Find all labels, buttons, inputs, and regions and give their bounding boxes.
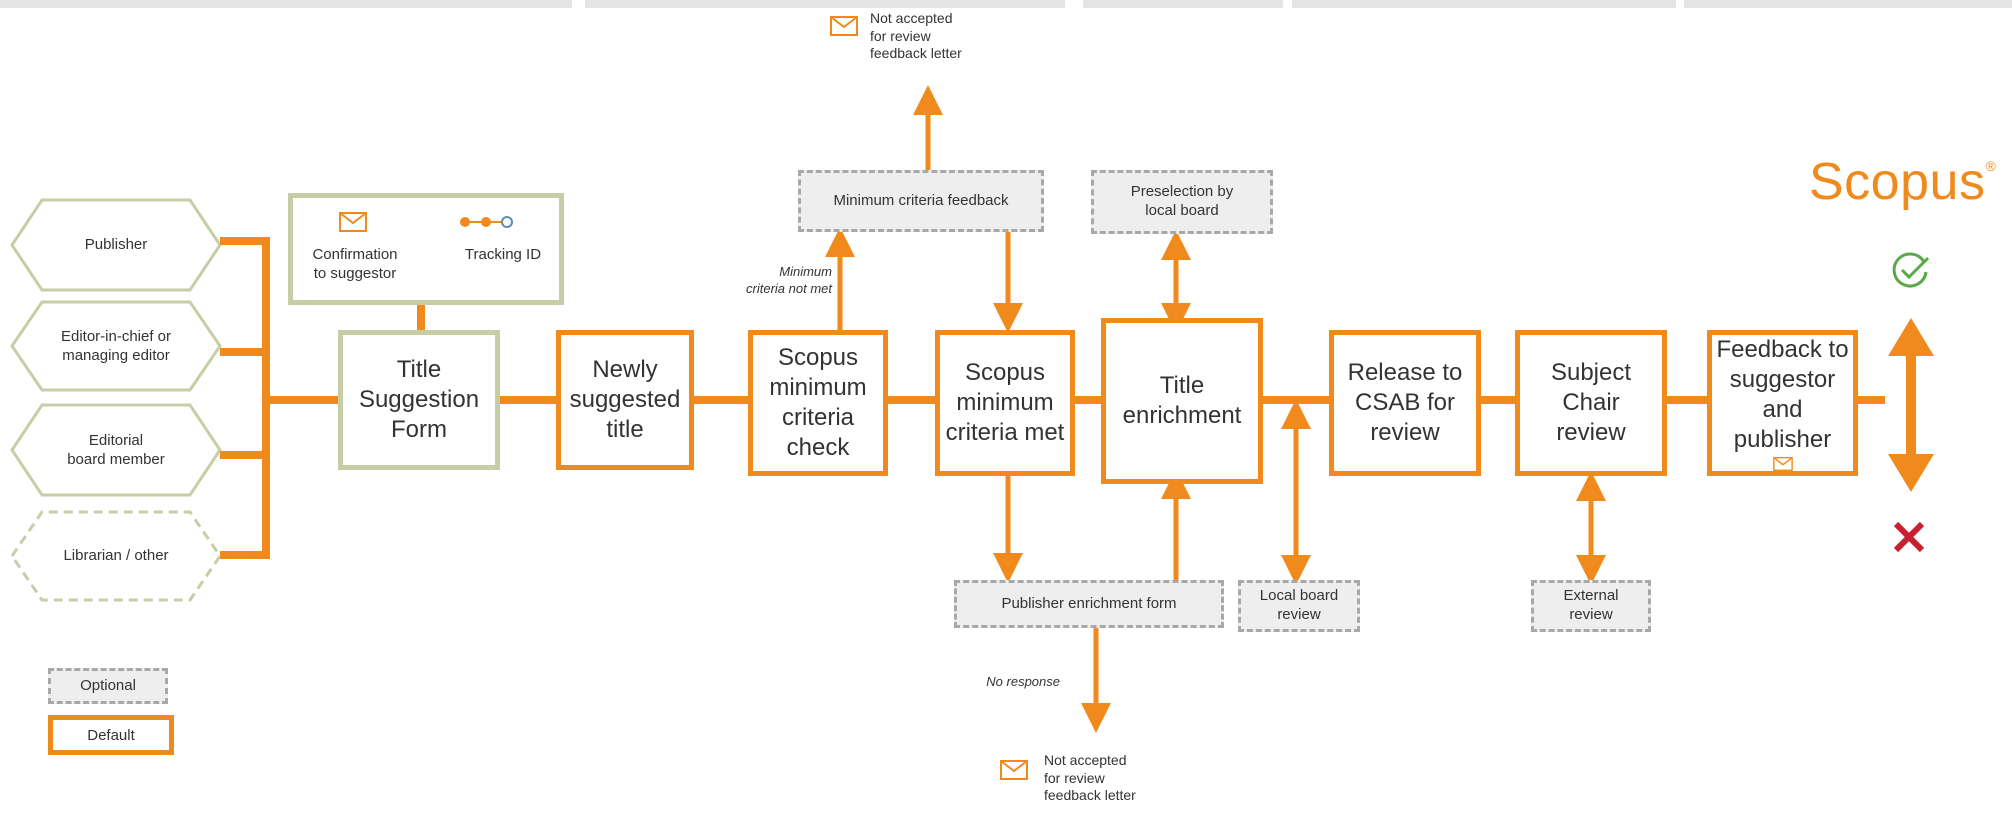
step-minimum-criteria-check: Scopus minimum criteria check	[748, 330, 888, 476]
confirmation-label: Confirmation to suggestor	[312, 246, 398, 282]
step-title-enrichment: Title enrichment	[1101, 318, 1263, 484]
optional-minimum-criteria-feedback: Minimum criteria feedback	[798, 170, 1044, 232]
scopus-logo-text: Scopus	[1809, 153, 1986, 211]
suggestor-editor-shape	[10, 300, 222, 392]
step-title-suggestion-form: Title Suggestion Form	[338, 330, 500, 470]
confirmation-box: Confirmation to suggestor Tracking ID	[288, 193, 564, 305]
envelope-icon	[1000, 760, 1028, 780]
scopus-logo-mark: ®	[1985, 158, 1997, 174]
step-subject-chair-review: Subject Chair review	[1515, 330, 1667, 476]
step-feedback-to-suggestor: Feedback to suggestor and publisher	[1707, 330, 1858, 476]
suggestor-librarian-shape	[10, 510, 222, 602]
check-circle-icon	[1892, 252, 1930, 288]
header-strip	[0, 0, 572, 8]
suggestor-publisher: Publisher	[84, 236, 148, 254]
step-minimum-criteria-met: Scopus minimum criteria met	[935, 330, 1075, 476]
step-newly-suggested-title: Newly suggested title	[556, 330, 694, 470]
suggestor-editor: Editor-in-chief or managing editor	[60, 327, 172, 365]
envelope-icon	[1772, 457, 1793, 471]
header-strip	[1684, 0, 2012, 8]
header-strip	[1292, 0, 1676, 8]
envelope-icon	[339, 212, 367, 232]
legend-default: Default	[48, 715, 174, 755]
suggestor-board-shape	[10, 403, 222, 497]
tracking-id-label: Tracking ID	[464, 246, 542, 263]
header-strip	[585, 0, 1065, 8]
step-release-to-csab: Release to CSAB for review	[1329, 330, 1481, 476]
optional-preselection-local-board: Preselection by local board	[1091, 170, 1273, 234]
note-no-response: No response	[986, 674, 1060, 689]
legend-optional: Optional	[48, 668, 168, 704]
header-strip	[1083, 0, 1283, 8]
envelope-icon	[830, 16, 858, 36]
note-criteria-not-met: Minimum criteria not met	[746, 264, 832, 296]
feedback-label: Feedback to suggestor and publisher	[1716, 336, 1849, 453]
scopus-logo: Scopus®	[1809, 152, 1996, 212]
suggestor-board-member: Editorial board member	[67, 431, 165, 469]
cross-icon	[1893, 521, 1925, 553]
optional-external-review: External review	[1531, 580, 1651, 632]
optional-local-board-review: Local board review	[1238, 580, 1360, 632]
suggestor-librarian: Librarian / other	[63, 547, 169, 565]
tracking-id-icon	[460, 216, 513, 228]
decision-arrow	[1888, 318, 1934, 492]
not-accepted-letter-bottom: Not accepted for review feedback letter	[1044, 752, 1136, 803]
not-accepted-letter-top: Not accepted for review feedback letter	[870, 10, 962, 61]
optional-publisher-enrichment-form: Publisher enrichment form	[954, 580, 1224, 628]
